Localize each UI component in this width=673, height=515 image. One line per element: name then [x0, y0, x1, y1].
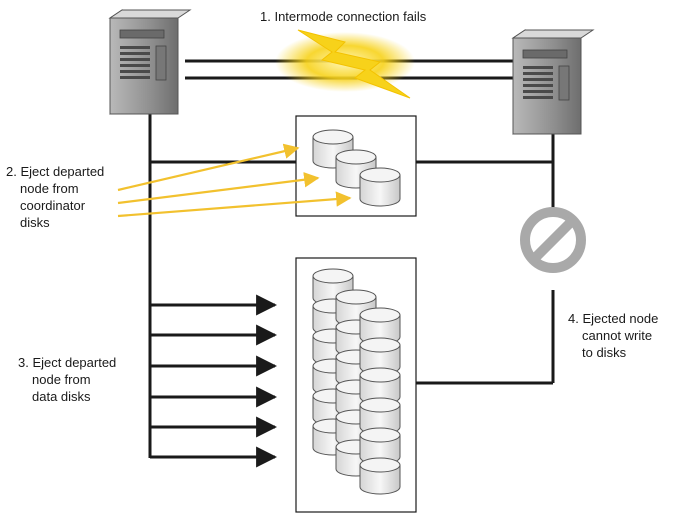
disk-icon	[359, 427, 401, 465]
step2-line: node from	[20, 181, 79, 196]
step4-line: to disks	[582, 345, 627, 360]
yellow-arrow	[117, 143, 300, 192]
yellow-arrow	[117, 191, 352, 218]
disk-icon	[359, 167, 401, 207]
coordinator-disks	[312, 129, 401, 207]
yellow-arrow	[117, 172, 320, 205]
step2-line: coordinator	[20, 198, 86, 213]
step2-label: 2. Eject departed node from coordinator …	[6, 163, 104, 231]
step1-label: 1. Intermode connection fails	[260, 8, 426, 25]
disk-icon	[359, 307, 401, 345]
disk-icon	[359, 367, 401, 405]
server-icon	[511, 29, 595, 135]
step2-line: disks	[20, 215, 50, 230]
disk-icon	[359, 457, 401, 495]
step3-label: 3. Eject departed node from data disks	[18, 354, 116, 405]
step1-text: 1. Intermode connection fails	[260, 9, 427, 24]
step3-line: data disks	[32, 389, 91, 404]
step3-line: 3. Eject departed	[18, 355, 117, 370]
step2-line: 2. Eject departed	[6, 164, 105, 179]
disk-icon	[359, 337, 401, 375]
step3-line: node from	[32, 372, 91, 387]
lightning-burst-icon	[275, 29, 415, 99]
data-disks	[312, 268, 401, 495]
step4-label: 4. Ejected node cannot write to disks	[568, 310, 658, 361]
data-disk-arrows	[150, 294, 278, 468]
step4-line: 4. Ejected node	[568, 311, 659, 326]
coordinator-eject-arrows	[117, 143, 352, 218]
server-icon	[108, 9, 192, 115]
step4-line: cannot write	[582, 328, 653, 343]
disk-icon	[359, 397, 401, 435]
prohibited-icon	[520, 207, 586, 273]
right-node-wiring	[416, 108, 555, 385]
